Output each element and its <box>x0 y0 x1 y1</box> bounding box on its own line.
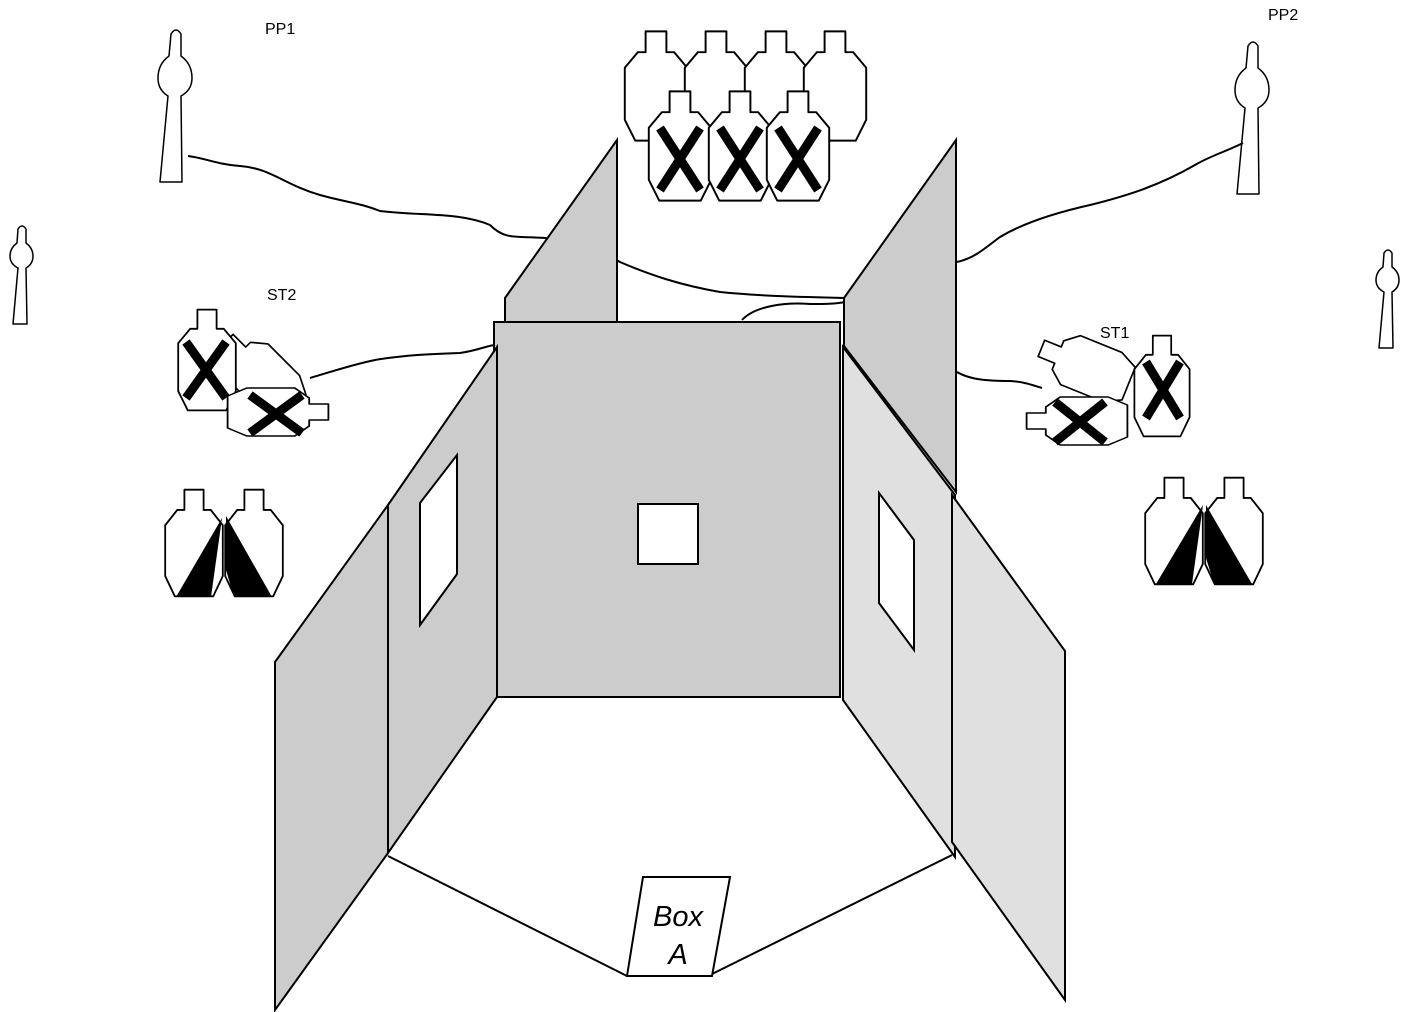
window-right <box>878 489 915 654</box>
wall-left-near <box>387 343 498 857</box>
fault-line-left <box>387 855 628 977</box>
label-pp1: PP1 <box>265 21 295 38</box>
target-array-center <box>623 30 868 202</box>
right-pair-hardcover-2 <box>1206 505 1252 584</box>
cable-st2 <box>309 344 497 379</box>
st2-x-mark-sideways <box>247 391 305 437</box>
right-pair-hardcover-1 <box>1156 505 1203 584</box>
swinger-st1 <box>1025 323 1191 446</box>
swinger-st2 <box>177 308 330 437</box>
label-st1: ST1 <box>1100 325 1129 342</box>
target-pair-right <box>1144 476 1264 586</box>
popper-small-right <box>1375 249 1400 349</box>
popper-small-left <box>9 225 34 325</box>
popper-pp1 <box>157 29 193 183</box>
cable-st1 <box>956 371 1043 389</box>
label-st2: ST2 <box>267 287 296 304</box>
left-pair-hardcover-1 <box>176 518 222 597</box>
cable-pp1 <box>187 155 846 299</box>
cable-pp2 <box>956 142 1244 263</box>
window-left <box>419 452 458 629</box>
wall-right-far <box>951 491 1066 1004</box>
box-a <box>625 876 732 977</box>
st2-x-mark-upright <box>182 339 230 401</box>
noshoot-x-mark-2 <box>716 125 764 193</box>
st1-x-mark-sideways <box>1052 398 1108 446</box>
panel-back-left <box>504 136 618 323</box>
target-pair-left <box>164 488 284 598</box>
st1-x-mark-upright <box>1142 359 1184 421</box>
left-pair-hardcover-2 <box>226 516 272 597</box>
cable-center <box>741 301 846 321</box>
box-a-label-line2: A <box>666 939 687 971</box>
fault-line-right <box>707 854 953 977</box>
noshoot-x-mark-1 <box>656 125 704 193</box>
label-pp2: PP2 <box>1268 7 1298 24</box>
box-a-label-line1: Box <box>653 901 704 933</box>
panel-back-right <box>843 136 957 495</box>
noshoot-x-mark-3 <box>774 125 822 193</box>
popper-pp2 <box>1234 41 1270 195</box>
window-back <box>637 503 699 565</box>
wall-left-far <box>274 501 389 1012</box>
